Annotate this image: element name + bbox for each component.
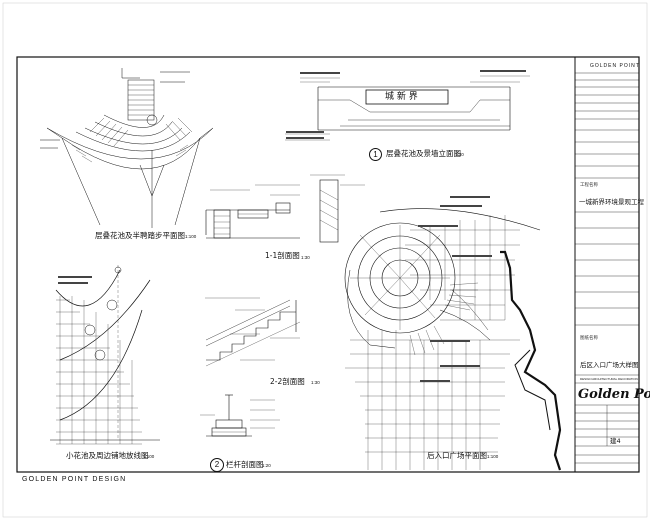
railing-number: 2 — [210, 458, 224, 472]
elevation-number: 1 — [369, 148, 382, 161]
plaza-boundary — [500, 250, 562, 471]
section-2-2-scale: 1:30 — [311, 380, 320, 385]
elevation-drawing — [285, 75, 530, 141]
plaza-plan-grid — [345, 208, 541, 470]
elevation-dimension-text — [286, 70, 526, 139]
elevation-scale: 1:30 — [455, 152, 464, 157]
curved-plan-hatch — [71, 144, 189, 163]
railing-scale: 1:20 — [262, 463, 271, 468]
railing-section — [200, 394, 280, 437]
section-1-1 — [205, 174, 365, 243]
plaza-plan-title: 后入口广场平面图 — [427, 451, 487, 460]
plaza-circles — [344, 222, 491, 356]
small-bed-title: 小花池及周边铺地放线图 — [66, 451, 149, 460]
brand-name: GOLDEN POINT — [590, 63, 640, 69]
section-2-2-title: 2-2剖面图 — [270, 377, 305, 386]
elevation-title: 层叠花池及景墙立面图 — [386, 149, 461, 158]
project-name-label: 工程名称 — [580, 183, 598, 188]
drawing-name-label: 图纸名称 — [580, 336, 598, 341]
section-2-2 — [205, 297, 301, 367]
plaza-plan-scale: 1:100 — [487, 454, 499, 459]
project-name: 一城新界环境景观工程 — [579, 198, 644, 206]
curved-plan-title: 层叠花池及半聘踏步平面图 — [95, 231, 185, 240]
footer-brand: GOLDEN POINT DESIGN — [22, 476, 127, 483]
plaza-boundary-lower — [514, 349, 551, 431]
section-1-1-title: 1-1剖面图 — [265, 251, 300, 260]
small-bed-dimension-text — [58, 276, 92, 284]
section-1-1-scale: 1:30 — [301, 255, 310, 260]
plaza-annotations — [418, 196, 492, 382]
small-bed-grid — [50, 265, 160, 445]
company-logo: Golden Point — [578, 387, 650, 402]
curved-bed-plan — [40, 68, 214, 228]
railing-title: 栏杆剖面图 — [226, 460, 264, 469]
drawing-name: 后区入口广场大样图 — [580, 361, 639, 369]
curved-plan-scale: 1:100 — [185, 234, 197, 239]
sheet-number: 建4 — [610, 437, 621, 445]
sign-text: 城 新 界 — [385, 92, 418, 102]
small-bed-scale: 1:100 — [143, 454, 155, 459]
company-logo-sub: DESIGN ARCHITECTURAL DECORATION — [580, 377, 638, 381]
